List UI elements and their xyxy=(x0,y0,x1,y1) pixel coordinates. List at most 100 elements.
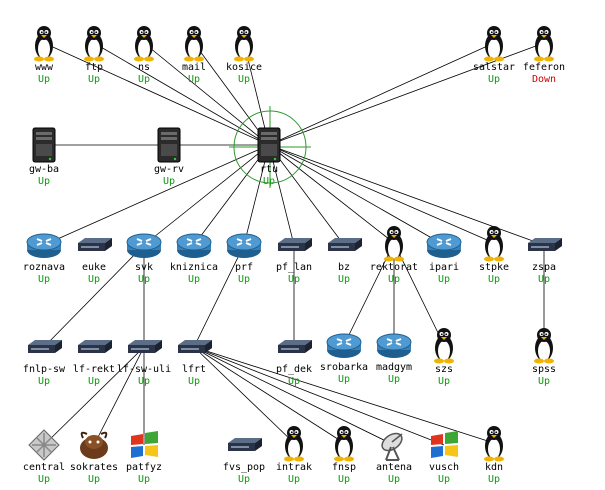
node-ftp[interactable]: ftp Up xyxy=(54,24,134,86)
status-label: Up xyxy=(387,474,401,485)
node-antena[interactable]: antena Up xyxy=(354,428,434,486)
switch-icon xyxy=(78,238,112,251)
node-kdn[interactable]: kdn Up xyxy=(454,424,534,486)
node-srobarka[interactable]: srobarka Up xyxy=(304,328,384,386)
status-label: Up xyxy=(387,374,401,385)
node-lfrt[interactable]: lfrt Up xyxy=(154,330,234,388)
node-label: fnlp-sw xyxy=(22,364,66,375)
node-fnsp[interactable]: fnsp Up xyxy=(304,424,384,486)
status-label: Up xyxy=(437,376,451,387)
node-prf[interactable]: prf Up xyxy=(204,228,284,286)
status-label: Up xyxy=(287,474,301,485)
node-label: gw-rv xyxy=(153,164,185,175)
router-icon xyxy=(176,233,212,258)
node-label: intrak xyxy=(275,462,313,473)
node-svk[interactable]: svk Up xyxy=(104,228,184,286)
router-icon xyxy=(126,233,162,258)
grid-icon xyxy=(28,429,60,461)
node-rtu[interactable]: rtu Up xyxy=(229,126,309,188)
node-gw-rv[interactable]: gw-rv Up xyxy=(129,126,209,188)
status-label: Up xyxy=(37,274,51,285)
node-label: kdn xyxy=(484,462,504,473)
node-mail[interactable]: mail Up xyxy=(154,24,234,86)
node-lf-rekt[interactable]: lf-rekt Up xyxy=(54,330,134,388)
link-rtu-ipari xyxy=(268,144,445,246)
status-label: Up xyxy=(337,274,351,285)
status-label: Up xyxy=(187,376,201,387)
status-label: Up xyxy=(87,74,101,85)
node-label: svk xyxy=(134,262,154,273)
node-euke[interactable]: euke Up xyxy=(54,228,134,286)
switch-icon xyxy=(228,438,262,451)
node-patfyz[interactable]: patfyz Up xyxy=(104,428,184,486)
node-ns[interactable]: ns Up xyxy=(104,24,184,86)
node-feferon[interactable]: feferon Down xyxy=(504,24,584,86)
server-icon xyxy=(257,127,281,163)
router-icon xyxy=(326,333,362,358)
node-vusch[interactable]: vusch Up xyxy=(404,428,484,486)
link-rtu-salstar xyxy=(268,42,495,146)
node-label: pf_lan xyxy=(275,262,313,273)
status-label: Up xyxy=(387,274,401,285)
node-label: sokrates xyxy=(69,462,119,473)
node-fvs-pop[interactable]: fvs_pop Up xyxy=(204,428,284,486)
node-pf-dek[interactable]: pf_dek Up xyxy=(254,330,334,388)
status-label: Up xyxy=(437,274,451,285)
router-icon xyxy=(426,233,462,258)
status-label: Up xyxy=(237,274,251,285)
node-szs[interactable]: szs Up xyxy=(404,326,484,388)
node-kniznica[interactable]: kniznica Up xyxy=(154,228,234,286)
node-spss[interactable]: spss Up xyxy=(504,326,584,388)
status-label: Up xyxy=(337,374,351,385)
node-fnlp-sw[interactable]: fnlp-sw Up xyxy=(4,330,84,388)
switch-icon xyxy=(78,340,112,353)
node-stpke[interactable]: stpke Up xyxy=(454,224,534,286)
link-lf_sw_uli-central xyxy=(43,346,145,446)
node-label: prf xyxy=(234,262,254,273)
gnu-icon xyxy=(80,431,108,459)
node-zspa[interactable]: zspa Up xyxy=(504,228,584,286)
windows-icon xyxy=(131,431,158,458)
router-icon xyxy=(26,233,62,258)
node-label: mail xyxy=(181,62,207,73)
status-label: Up xyxy=(87,274,101,285)
node-roznava[interactable]: roznava Up xyxy=(4,228,84,286)
node-intrak[interactable]: intrak Up xyxy=(254,424,334,486)
node-www[interactable]: www Up xyxy=(4,24,84,86)
link-rtu-rektorat xyxy=(268,144,395,244)
node-label: spss xyxy=(531,364,557,375)
node-label: stpke xyxy=(478,262,510,273)
status-label: Up xyxy=(137,474,151,485)
linux-penguin-icon xyxy=(384,226,404,262)
link-rtu-svk xyxy=(143,144,270,246)
node-label: central xyxy=(22,462,66,473)
status-label: Up xyxy=(487,474,501,485)
status-label: Up xyxy=(37,376,51,387)
node-bz[interactable]: bz Up xyxy=(304,228,384,286)
node-pf-lan[interactable]: pf_lan Up xyxy=(254,228,334,286)
node-label: gw-ba xyxy=(28,164,60,175)
node-label: srobarka xyxy=(319,362,369,373)
node-madgym[interactable]: madgym Up xyxy=(354,328,434,386)
node-label: euke xyxy=(81,262,107,273)
link-rtu-roznava xyxy=(43,144,270,246)
status-label: Up xyxy=(137,74,151,85)
node-label: fnsp xyxy=(331,462,357,473)
link-prf-lfrt xyxy=(193,244,245,348)
node-salstar[interactable]: salstar Up xyxy=(454,24,534,86)
node-lf-sw-uli[interactable]: lf-sw-uli Up xyxy=(104,330,184,388)
linux-penguin-icon xyxy=(534,26,554,62)
linux-penguin-icon xyxy=(184,26,204,62)
node-kosice[interactable]: kosice Up xyxy=(204,24,284,86)
switch-icon xyxy=(278,340,312,353)
status-label: Up xyxy=(237,74,251,85)
node-rektorat[interactable]: rektorat Up xyxy=(354,224,434,286)
link-lfrt-vusch xyxy=(193,346,445,446)
node-central[interactable]: central Up xyxy=(4,428,84,486)
node-ipari[interactable]: ipari Up xyxy=(404,228,484,286)
node-sokrates[interactable]: sokrates Up xyxy=(54,428,134,486)
node-gw-ba[interactable]: gw-ba Up xyxy=(4,126,84,188)
status-label: Up xyxy=(187,74,201,85)
node-label: kniznica xyxy=(169,262,219,273)
